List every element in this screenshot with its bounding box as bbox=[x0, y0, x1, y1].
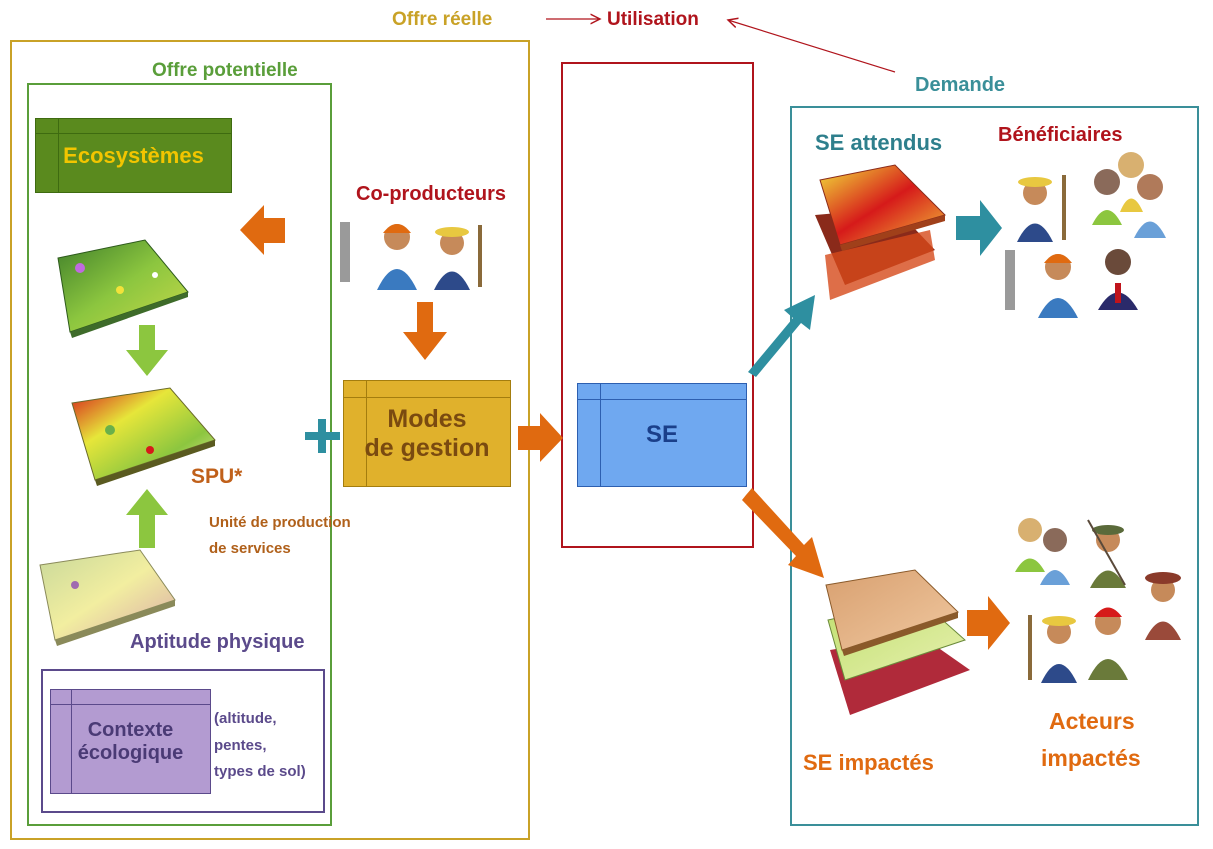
se-box: SE bbox=[577, 383, 747, 487]
se-impactes-label: SE impactés bbox=[803, 750, 934, 775]
unite-line2: de services bbox=[209, 540, 291, 557]
ecosystemes-box: Ecosystèmes bbox=[35, 118, 232, 193]
se-attendus-label: SE attendus bbox=[815, 130, 943, 155]
modes-line2: de gestion bbox=[364, 433, 490, 462]
co-producteurs-label: Co-producteurs bbox=[356, 183, 506, 205]
acteurs-line1: Acteurs bbox=[1049, 708, 1135, 734]
demande-label: Demande bbox=[915, 74, 1006, 96]
contexte-details-line3: types de sol) bbox=[214, 763, 306, 780]
contexte-details-line1: (altitude, bbox=[214, 710, 277, 727]
beneficiaires-label: Bénéficiaires bbox=[998, 124, 1123, 146]
demande-frame bbox=[790, 106, 1199, 826]
spu-label: SPU* bbox=[191, 465, 243, 488]
offre-potentielle-label: Offre potentielle bbox=[152, 60, 298, 81]
ecosystemes-label: Ecosystèmes bbox=[63, 142, 204, 168]
offre-reelle-label: Offre réelle bbox=[392, 9, 493, 30]
contexte-line2: écologique bbox=[77, 741, 184, 764]
offre-potentielle-frame bbox=[27, 83, 332, 826]
acteurs-line2: impactés bbox=[1041, 745, 1141, 771]
contexte-details-line2: pentes, bbox=[214, 737, 267, 754]
aptitude-physique-label: Aptitude physique bbox=[130, 631, 305, 653]
se-label: SE bbox=[645, 421, 678, 448]
aptitude-frame bbox=[41, 669, 325, 813]
modes-de-gestion-box: Modes de gestion bbox=[343, 380, 511, 487]
modes-line1: Modes bbox=[387, 404, 467, 433]
utilisation-label: Utilisation bbox=[607, 9, 699, 30]
unite-line1: Unité de production bbox=[209, 514, 351, 531]
contexte-line1: Contexte bbox=[87, 718, 174, 741]
contexte-ecologique-box: Contexte écologique bbox=[50, 689, 211, 794]
